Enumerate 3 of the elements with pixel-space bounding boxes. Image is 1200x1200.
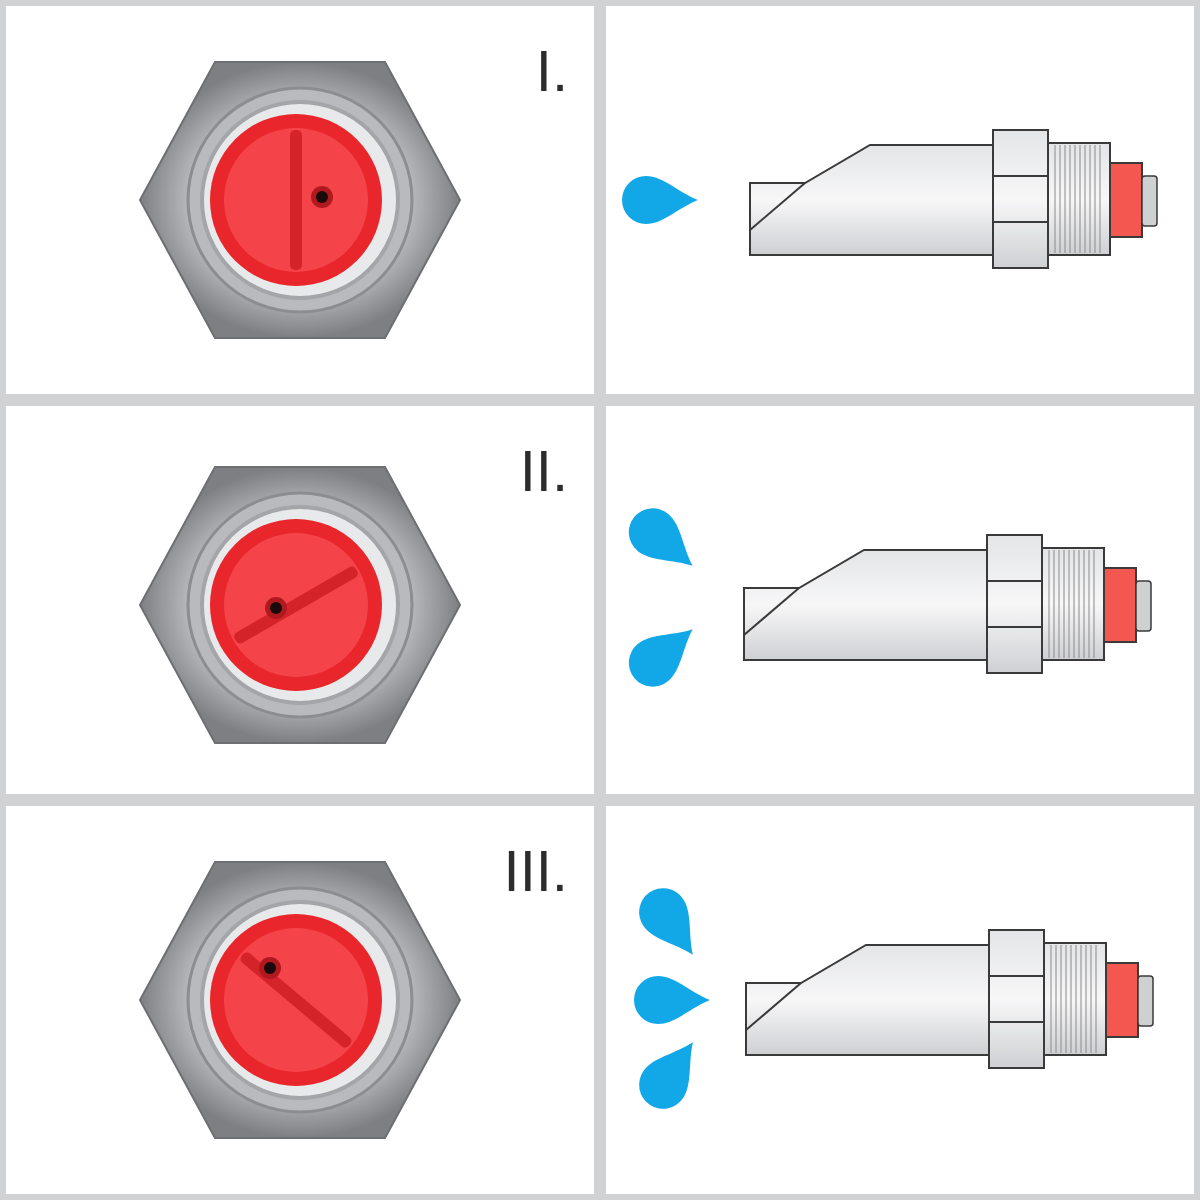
row-number: III. [503,842,568,900]
row-number: I. [535,42,568,100]
row-number: II. [519,442,568,500]
